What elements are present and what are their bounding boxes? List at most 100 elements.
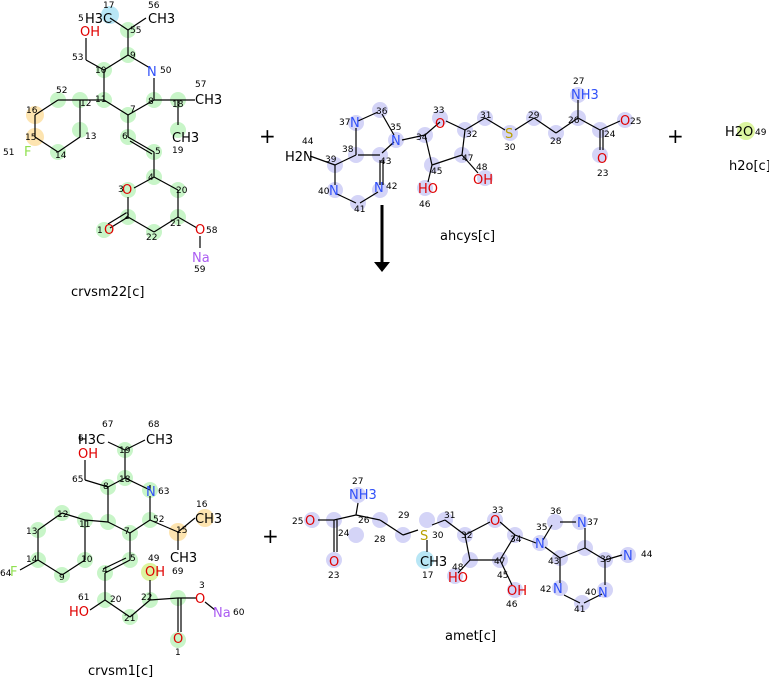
hydroxyl-label: HO xyxy=(418,182,438,197)
atom-index-number: 20 xyxy=(176,186,188,196)
atom-index-number: 40 xyxy=(585,588,597,598)
nitrogen-label: N xyxy=(147,65,157,80)
atom-index-number: 50 xyxy=(160,66,172,76)
water-label: H2O xyxy=(725,125,753,140)
atom-index-number: 16 xyxy=(26,106,38,116)
atom-index-number: 47 xyxy=(462,154,473,164)
nitrogen-label: N xyxy=(553,582,563,597)
atom-index-number: 8 xyxy=(148,97,154,107)
atom-index-number: 11 xyxy=(79,520,90,530)
atom-index-number: 52 xyxy=(153,515,164,525)
hydroxyl-label: OH xyxy=(507,584,527,599)
reaction-arrow xyxy=(374,205,390,272)
methyl-label: CH3 xyxy=(170,551,197,566)
sulfur-label: S xyxy=(505,127,513,142)
atom-index-number: 22 xyxy=(146,233,157,243)
oxygen-label: O xyxy=(195,223,205,238)
atom-index-number: 39 xyxy=(325,155,337,165)
atom-index-number: 43 xyxy=(380,157,391,167)
methyl-label: H3C xyxy=(78,433,105,448)
nitrogen-label: N xyxy=(623,549,633,564)
atom-index-number: 63 xyxy=(158,487,169,497)
atom-index-number: 14 xyxy=(26,555,38,565)
atom-index-number: 32 xyxy=(466,130,477,140)
atom-index-number: 10 xyxy=(81,555,93,565)
atom-index-number: 45 xyxy=(431,167,442,177)
hydroxyl-label: OH xyxy=(78,447,98,462)
sodium-label: Na xyxy=(213,606,231,621)
hydroxyl-label: OH xyxy=(473,173,493,188)
oxygen-label: O xyxy=(195,592,205,607)
atom-index-number: 41 xyxy=(574,605,585,615)
atom-index-number: 14 xyxy=(55,151,67,161)
ammonium-label: NH3 xyxy=(571,88,599,103)
atom-index-number: 37 xyxy=(587,518,598,528)
molecule-label: crvsm22[c] xyxy=(71,285,144,300)
atom-index-number: 7 xyxy=(124,527,130,537)
nitrogen-label: N xyxy=(598,586,608,601)
atom-index-number: 23 xyxy=(328,571,339,581)
atom-index-number: 40 xyxy=(318,187,330,197)
atom-index-number: 68 xyxy=(148,420,160,430)
atom-index-number: 43 xyxy=(548,557,559,567)
molecule-h2o: H2O h2o[c] xyxy=(725,122,769,174)
atom-index-number: 13 xyxy=(26,527,37,537)
atom-index-number: 19 xyxy=(119,446,131,456)
atom-index-number: 26 xyxy=(358,516,370,526)
plus-sign: + xyxy=(262,524,279,548)
nitrogen-label: N xyxy=(391,134,401,149)
atom-index-number: 10 xyxy=(95,66,107,76)
atom-index-number: 35 xyxy=(390,123,401,133)
atom-index-number: 5 xyxy=(155,147,161,157)
methyl-label: CH3 xyxy=(148,12,175,27)
atom-index-number: 59 xyxy=(194,265,206,275)
atom-index-number: 55 xyxy=(130,26,141,36)
atom-index-number: 4 xyxy=(102,566,108,576)
atom-index-number: 34 xyxy=(510,535,522,545)
nitrogen-label: N xyxy=(535,537,545,552)
atom-index-number: 37 xyxy=(339,118,350,128)
atom-index-number: 47 xyxy=(494,557,505,567)
atom-index-number: 4 xyxy=(148,173,154,183)
atom-index-number: 36 xyxy=(376,107,388,117)
atom-index-number: 6 xyxy=(122,132,128,142)
atom-index-number: 32 xyxy=(461,531,472,541)
plus-sign: + xyxy=(259,124,276,148)
atom-index-number: 19 xyxy=(172,146,184,156)
atom-index-number: 56 xyxy=(148,1,160,11)
atom-index-number: 30 xyxy=(432,531,444,541)
atom-index-number: 30 xyxy=(504,143,516,153)
atom-index-number: 12 xyxy=(57,510,68,520)
atom-index-number: 26 xyxy=(568,116,580,126)
atom-index-number: 33 xyxy=(433,106,444,116)
atom-index-number: 51 xyxy=(3,148,14,158)
atom-index-number: 13 xyxy=(85,132,96,142)
atom-index-number: 48 xyxy=(452,563,464,573)
oxygen-label: O xyxy=(173,632,183,647)
nitrogen-label: N xyxy=(329,184,339,199)
atom-index-number: 31 xyxy=(480,111,491,121)
molecule-crvsm1: H3C CH3 OH N CH3 CH3 F HO OH O O Na crvs… xyxy=(10,433,231,679)
atom-index-number: 64 xyxy=(0,569,12,579)
atom-index-number: 33 xyxy=(492,506,503,516)
atom-index-number: 15 xyxy=(25,133,36,143)
atom-index-number: 45 xyxy=(497,571,508,581)
molecule-ahcys: N N N N H2N O S OH HO NH3 O O ahcys[c] xyxy=(285,87,633,244)
methyl-label: H3C xyxy=(85,12,112,27)
ammonium-label: NH3 xyxy=(349,488,377,503)
atom-index-number: 16 xyxy=(196,500,208,510)
sulfur-label: S xyxy=(420,529,428,544)
atom-index-number: 12 xyxy=(80,99,91,109)
atom-index-number: 29 xyxy=(528,111,540,121)
plus-sign: + xyxy=(667,124,684,148)
atom-index-number: 1 xyxy=(97,226,103,236)
atom-index-number: 42 xyxy=(386,182,397,192)
atom-index-number: 15 xyxy=(176,526,187,536)
atom-index-number: 49 xyxy=(755,128,767,138)
atom-index-number: 48 xyxy=(476,163,488,173)
atom-index-number: 18 xyxy=(172,100,184,110)
atom-index-number: 21 xyxy=(170,219,181,229)
oxygen-label: O xyxy=(490,514,500,529)
atom-index-number: 17 xyxy=(422,571,433,581)
